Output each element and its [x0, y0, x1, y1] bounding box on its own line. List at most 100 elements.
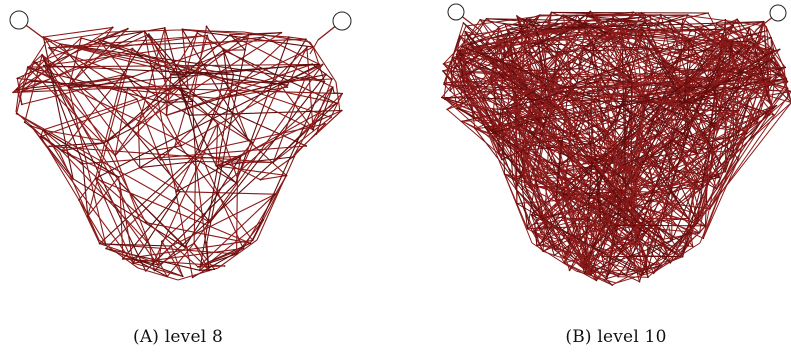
graph-edge: [709, 34, 772, 53]
graph-edge: [48, 34, 208, 49]
graph-vertex: [607, 19, 609, 21]
graph-edge: [710, 117, 715, 129]
graph-edge: [40, 136, 107, 245]
graph-vertex: [670, 139, 672, 142]
graph-vertex: [642, 272, 644, 274]
graph-vertex: [552, 88, 554, 90]
graph-edge: [462, 80, 504, 138]
graph-vertex: [209, 221, 212, 224]
graph-vertex: [442, 63, 445, 65]
graph-edge: [193, 242, 215, 270]
graph-edge: [609, 33, 673, 88]
graph-vertex: [16, 88, 18, 91]
graph-vertex: [514, 102, 517, 104]
graph-vertex: [732, 151, 735, 153]
graph-edge: [464, 31, 544, 128]
graph-vertex: [657, 133, 659, 136]
graph-edge: [236, 36, 290, 179]
graph-vertex: [630, 205, 632, 207]
graph-edge: [67, 85, 343, 95]
graph-edge: [309, 39, 319, 55]
graph-edge: [708, 110, 725, 143]
graph-vertex: [744, 45, 747, 47]
graph-vertex: [500, 158, 503, 161]
graph-vertex: [595, 240, 598, 242]
graph-vertex: [780, 67, 782, 69]
graph-vertex: [709, 208, 711, 210]
graph-vertex: [306, 46, 308, 49]
graph-edge: [174, 146, 237, 184]
graph-vertex: [728, 61, 731, 64]
graph-edge: [457, 49, 463, 105]
graph-vertex: [218, 97, 221, 100]
graph-edge: [618, 28, 715, 153]
graph-edge: [688, 39, 716, 96]
graph-edge: [638, 238, 664, 245]
graph-edge: [252, 80, 325, 241]
graph-edge: [461, 61, 570, 105]
graph-edge: [616, 224, 706, 227]
graph-edge: [465, 15, 542, 27]
graph-vertex: [170, 245, 173, 247]
graph-edge: [749, 77, 772, 100]
graph-edge: [197, 247, 244, 268]
graph-edge: [443, 97, 491, 139]
graph-edge: [67, 28, 129, 87]
graph-edge: [325, 73, 333, 80]
graph-vertex: [536, 244, 538, 247]
graph-vertex: [330, 116, 332, 119]
graph-vertex: [663, 92, 666, 95]
graph-vertex: [645, 21, 647, 23]
graph-vertex: [501, 59, 504, 62]
graph-vertex: [441, 96, 443, 99]
graph-vertex: [538, 116, 541, 118]
graph-vertex: [606, 197, 608, 200]
graph-vertex: [618, 27, 620, 30]
graph-edge: [618, 28, 645, 31]
graph-vertex: [629, 254, 631, 257]
graph-edge: [521, 174, 591, 276]
graph-edges: [12, 25, 343, 281]
graph-vertex: [48, 145, 51, 148]
graph-edge: [548, 148, 590, 157]
graph-edge: [247, 139, 288, 177]
graph-vertex: [681, 255, 684, 258]
graph-vertex: [491, 132, 494, 134]
graph-vertex: [709, 150, 712, 153]
graph-vertex: [590, 270, 592, 273]
graph-vertex: [304, 38, 307, 41]
graph-vertex: [542, 217, 545, 219]
graph-vertex: [786, 87, 789, 90]
graph-edge: [157, 242, 195, 266]
graph-edge: [546, 89, 609, 182]
graph-edge: [563, 262, 597, 281]
graph-edge: [170, 193, 276, 247]
graph-vertex: [315, 133, 318, 135]
graph-vertex: [286, 86, 289, 88]
graph-vertex: [249, 242, 252, 245]
graph-vertex: [534, 179, 537, 182]
graph-edge: [175, 87, 229, 193]
graph-vertex: [247, 34, 250, 36]
graph-edge: [464, 31, 506, 43]
graph-edge: [590, 232, 692, 272]
graph-vertex: [48, 46, 50, 49]
graph-vertex: [589, 102, 591, 104]
graph-edge: [479, 29, 489, 45]
graph-edge: [615, 13, 692, 17]
graph-vertex: [598, 80, 600, 82]
graph-vertex: [738, 109, 740, 112]
graph-vertex: [331, 86, 334, 89]
graph-edge: [606, 180, 609, 225]
graph-edge: [463, 31, 466, 86]
graph-edge: [217, 122, 238, 179]
graph-edge: [45, 39, 55, 55]
graph-vertex: [568, 269, 571, 272]
graph-vertex: [756, 117, 759, 119]
graph-vertex: [526, 17, 528, 20]
graph-vertex: [318, 63, 321, 66]
graph-edge: [765, 25, 785, 69]
graph-vertex: [651, 181, 654, 184]
graph-vertex: [641, 33, 644, 35]
graph-vertex: [458, 107, 460, 110]
